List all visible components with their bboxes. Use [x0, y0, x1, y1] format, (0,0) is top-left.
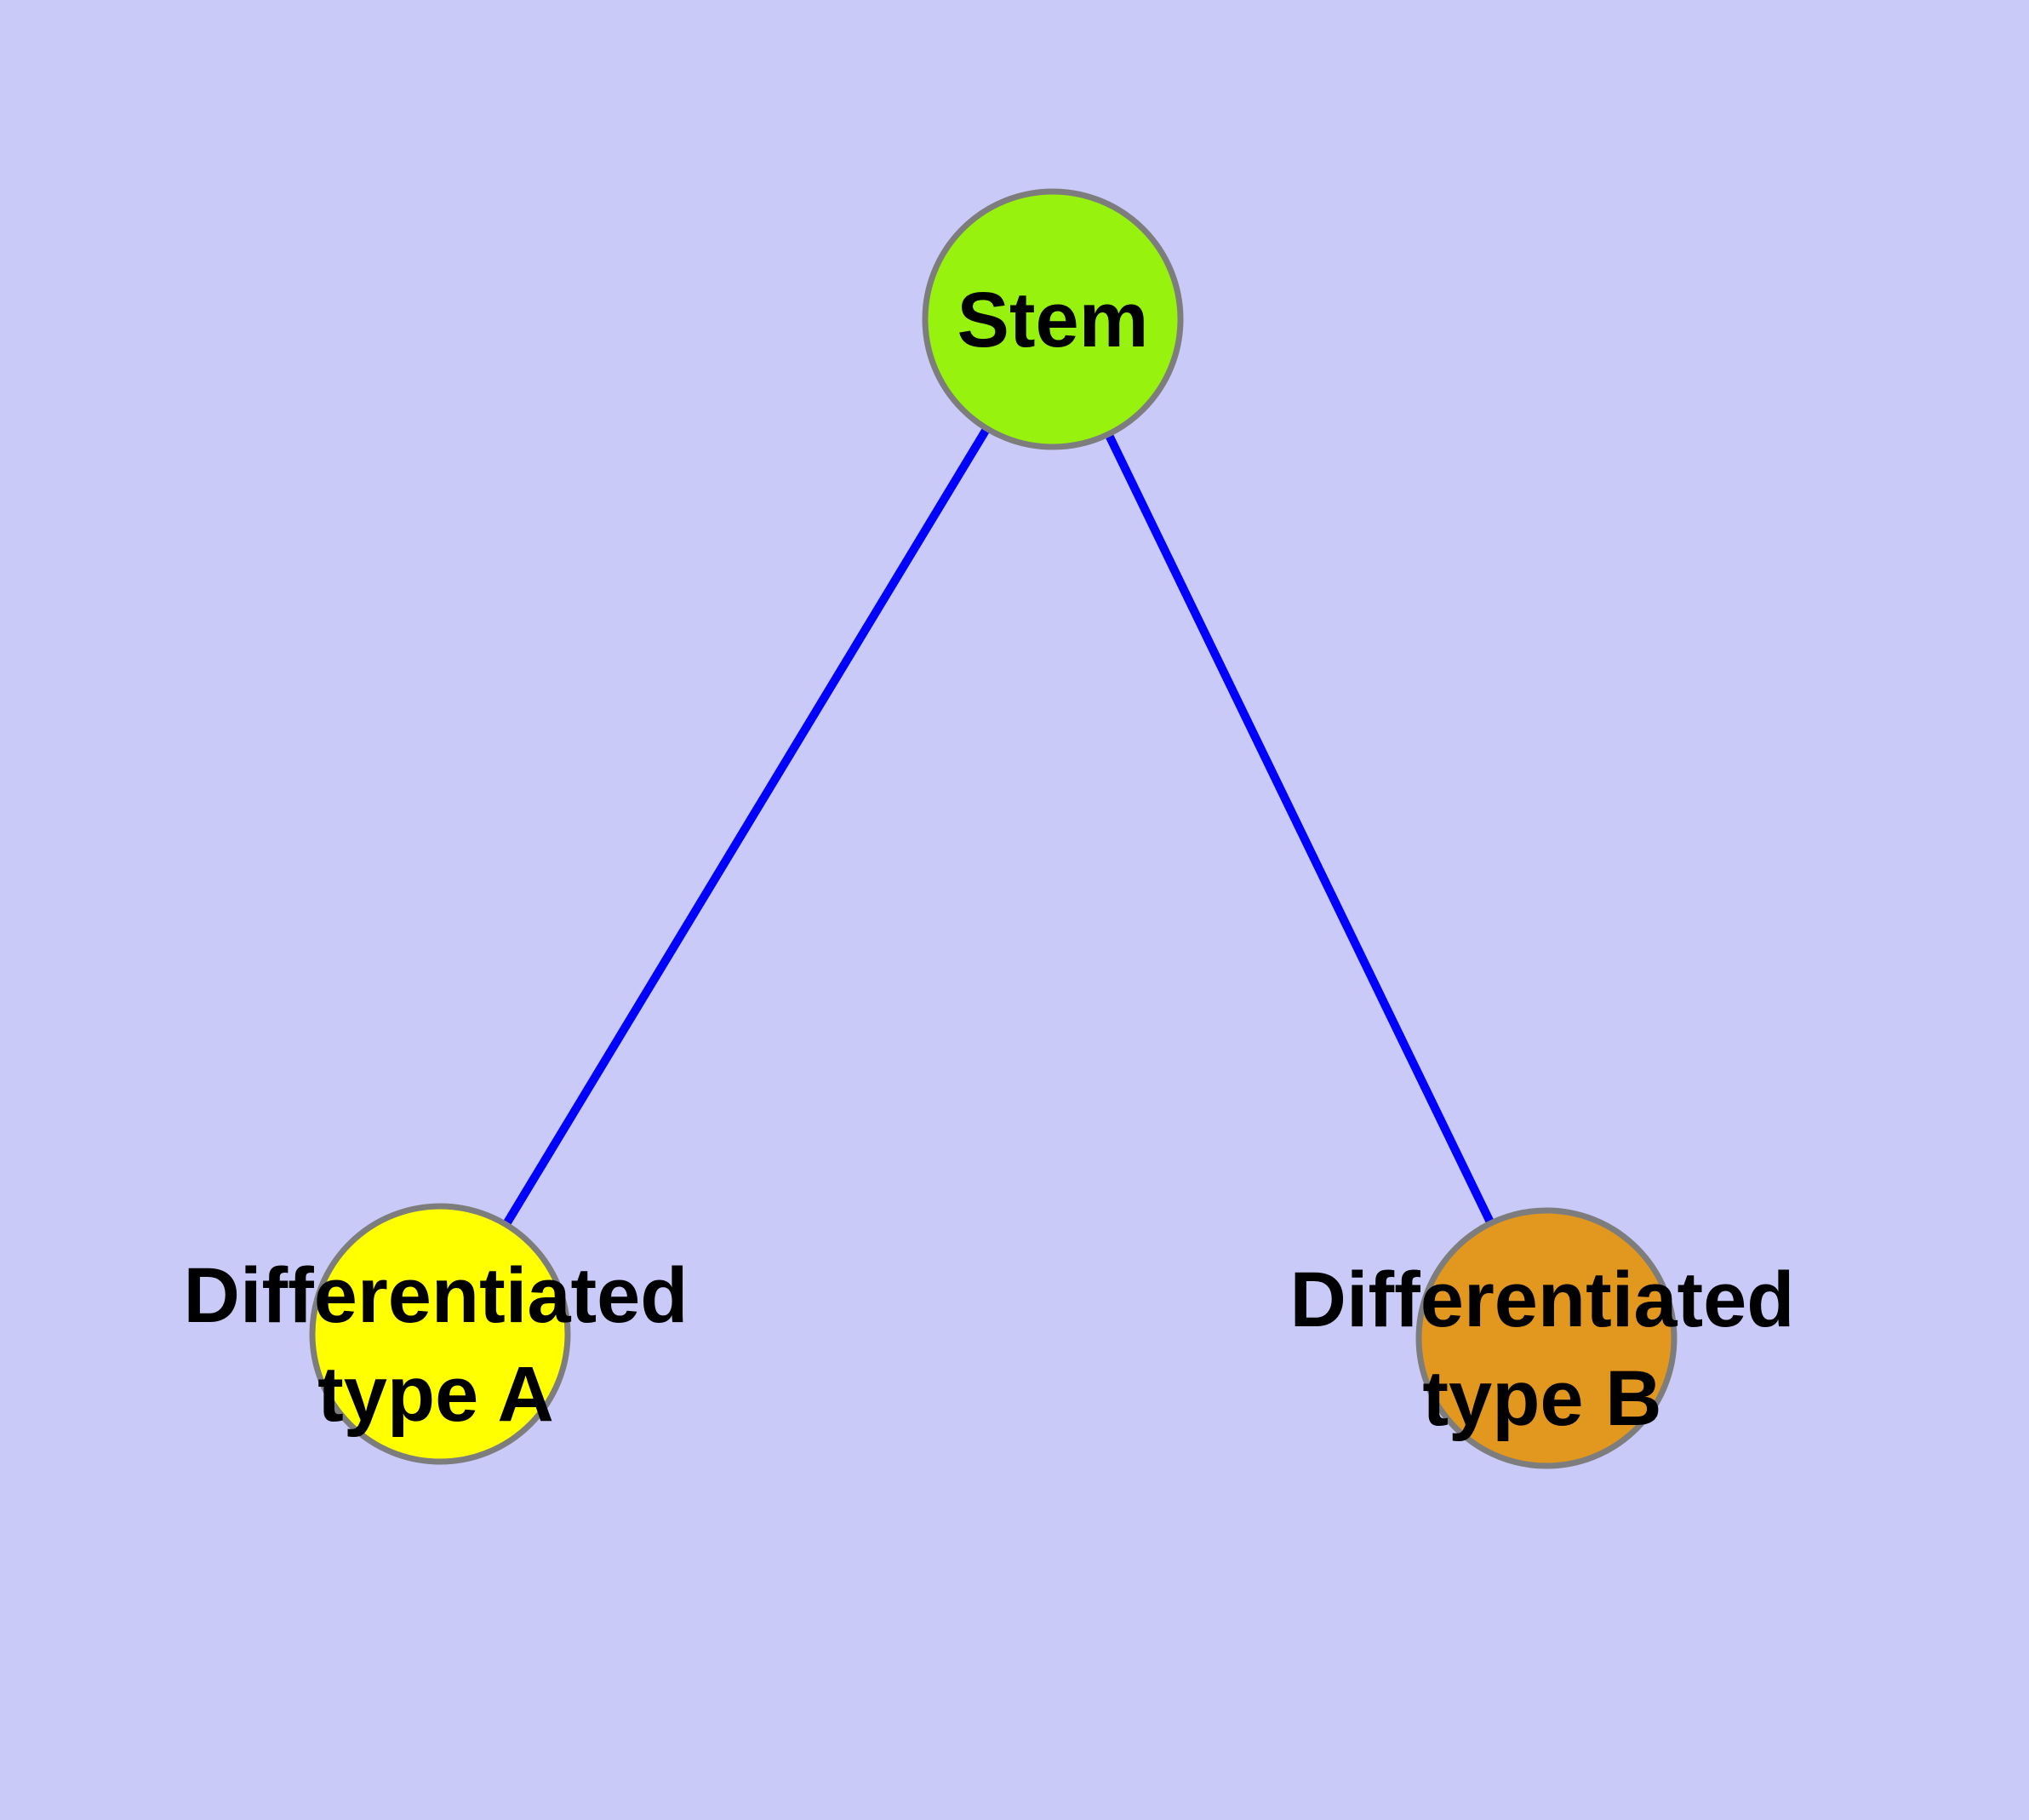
edge-stem-to-type-b — [1049, 317, 1551, 1341]
node-type-a-circle — [309, 1203, 571, 1465]
node-type-a-label: Differentiated type A — [183, 1252, 689, 1438]
edge-stem-to-type-a — [436, 317, 1057, 1336]
node-type-b-circle — [1415, 1207, 1677, 1469]
node-type-b-label: Differentiated type B — [1289, 1256, 1795, 1442]
node-stem-label: Stem — [957, 277, 1149, 364]
node-stem-circle — [922, 188, 1184, 450]
